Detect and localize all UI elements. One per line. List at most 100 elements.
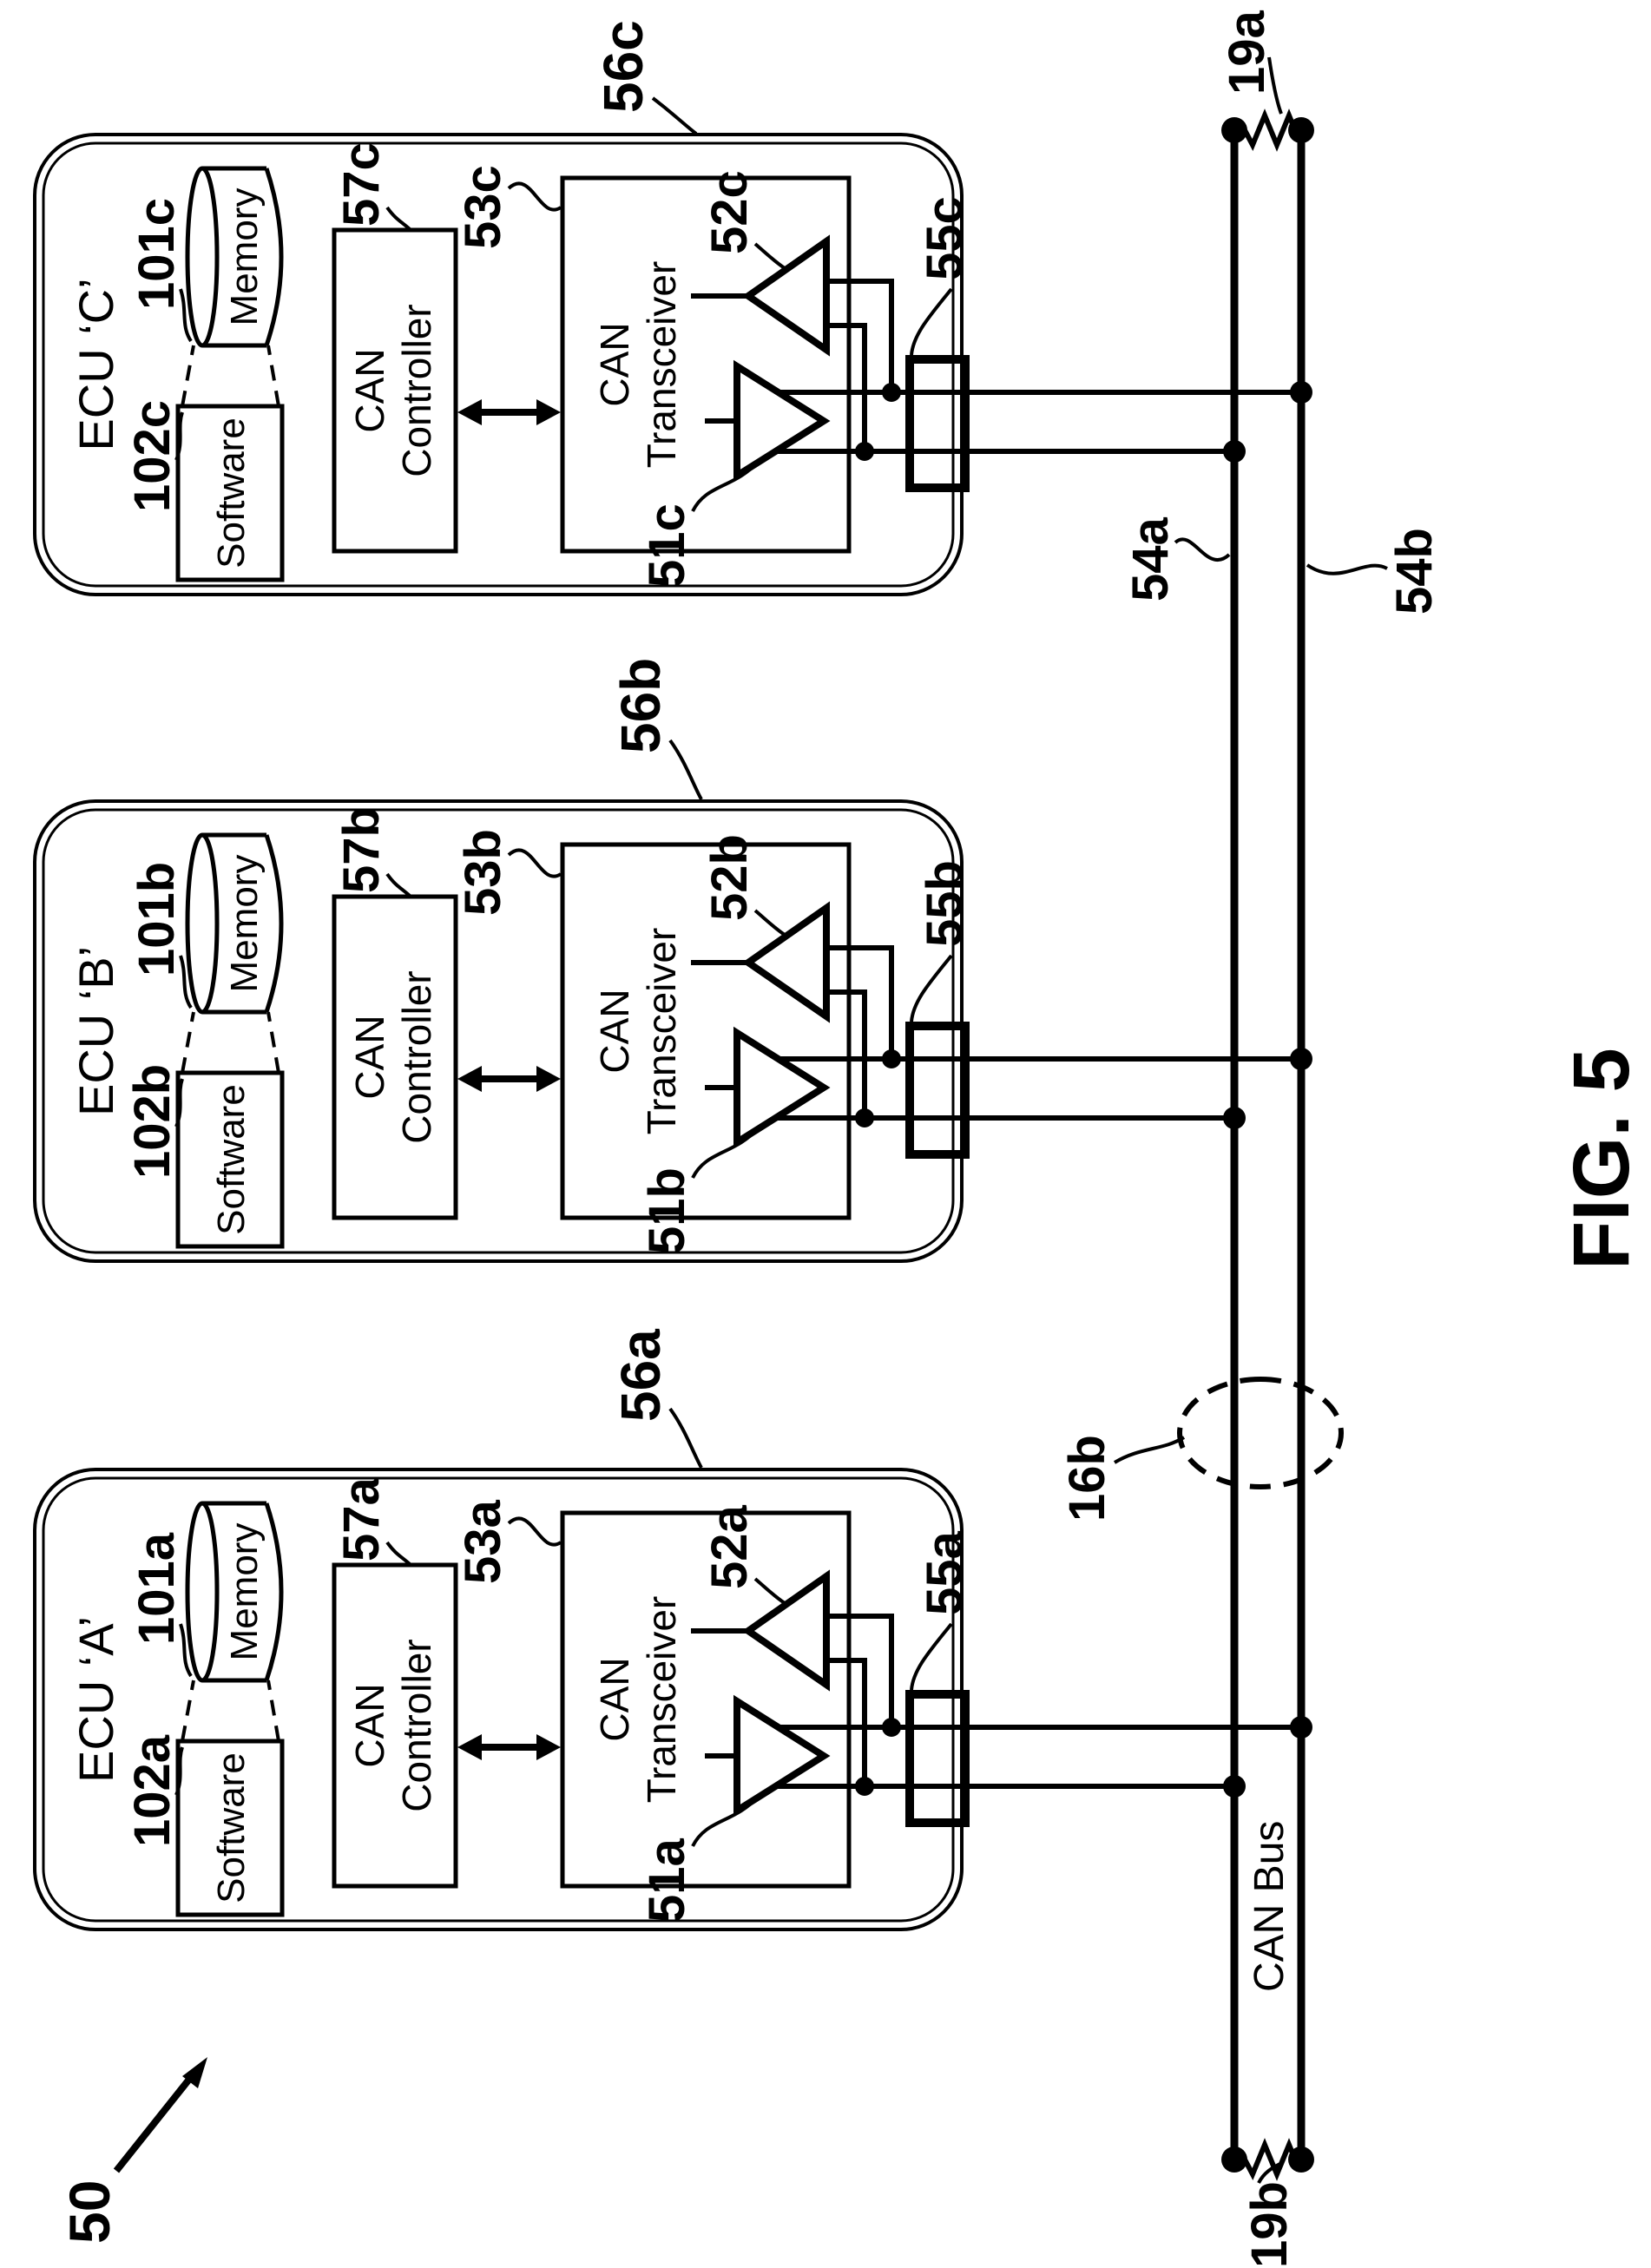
memory-software-dash — [266, 1011, 280, 1074]
leader-56 — [668, 1407, 703, 1469]
ecu-outline-inner — [42, 808, 955, 1254]
bus-junction-dot — [1290, 1716, 1312, 1739]
bus-connector-55 — [905, 355, 970, 492]
system-arrow-head — [182, 2057, 207, 2088]
connector-ref-label: 55c — [917, 196, 973, 280]
bus-end-dot — [1288, 117, 1314, 143]
can-transceiver-box — [560, 175, 852, 554]
ecu-ref-label: 56c — [592, 20, 654, 113]
bus-connector-55 — [905, 1690, 970, 1827]
leader-52 — [753, 242, 786, 270]
memory-label: Memory — [223, 1523, 266, 1661]
driver-triangle-51 — [733, 1026, 831, 1149]
software-label: Software — [210, 1752, 253, 1903]
leader-51 — [691, 459, 760, 512]
leader-57 — [385, 206, 411, 231]
receiver-ref-label: 52a — [701, 1504, 758, 1589]
junction-dot — [855, 1108, 874, 1127]
ecu-title: ECU ‘B’ — [69, 946, 123, 1116]
leader-56 — [668, 739, 703, 800]
bus-segment-ellipse-16b — [1177, 1377, 1344, 1489]
figure-number: FIG. 5 — [1557, 1048, 1646, 1270]
software-ref-label: 102b — [124, 1064, 181, 1179]
can-controller-box — [332, 894, 458, 1220]
can-controller-box — [332, 1562, 458, 1889]
transceiver-text: Transceiver — [639, 928, 684, 1135]
ecu-b: ECU ‘B’ 101b Memory 102b Software CAN Co… — [33, 658, 1312, 1263]
can-transceiver-box — [560, 1510, 852, 1889]
can-transceiver-box — [560, 842, 852, 1220]
bus-wire-54a-label: 54a — [1122, 516, 1179, 602]
memory-cylinder: Memory — [185, 832, 284, 1015]
system-arrow — [113, 2074, 194, 2173]
controller-text: CAN — [347, 1683, 392, 1767]
memory-cylinder: Memory — [185, 166, 284, 348]
software-box — [175, 1739, 285, 1917]
software-ref-label: 102a — [124, 1734, 181, 1847]
memory-software-dash — [181, 1011, 195, 1074]
connector-ref-label: 55a — [917, 1530, 973, 1615]
leader-52 — [753, 909, 786, 937]
memory-software-dash — [266, 345, 280, 407]
software-box — [175, 404, 285, 582]
connector-ref-label: 55b — [917, 860, 973, 947]
junction-dot — [855, 442, 874, 461]
junction-dot — [882, 383, 901, 402]
terminator-19a-label: 19a — [1219, 10, 1275, 95]
can-controller-box — [332, 227, 458, 554]
transceiver-text: CAN — [592, 1657, 637, 1741]
receiver-triangle-52 — [741, 234, 830, 357]
memory-ref-label: 101a — [128, 1532, 185, 1645]
memory-software-dash — [266, 1680, 280, 1742]
bus-junction-dot — [1290, 381, 1312, 404]
transceiver-text: CAN — [592, 322, 637, 406]
transceiver-ref-label: 53c — [455, 165, 511, 249]
bus-junction-dot — [1290, 1048, 1312, 1070]
ecu-outline-inner — [42, 141, 955, 588]
bus-junction-dot — [1223, 440, 1246, 463]
receiver-input-low — [826, 323, 867, 451]
driver-ref-label: 51c — [639, 503, 695, 588]
controller-text: Controller — [394, 970, 439, 1143]
transceiver-ref-label: 53a — [455, 1499, 511, 1584]
leader-55 — [910, 1622, 953, 1691]
receiver-input-high — [826, 945, 894, 1059]
software-box — [175, 1070, 285, 1249]
ecu-title: ECU ‘C’ — [69, 278, 123, 450]
ecu-outline-inner — [42, 1476, 955, 1923]
controller-ref-label: 57b — [333, 806, 390, 893]
receiver-ref-label: 52b — [701, 834, 758, 921]
transceiver-text: CAN — [592, 989, 637, 1073]
leader-55 — [910, 287, 953, 356]
bus-end-dot — [1288, 2146, 1314, 2173]
controller-ref-label: 57c — [333, 142, 390, 227]
junction-dot — [882, 1049, 901, 1068]
memory-software-dash — [181, 345, 195, 407]
transceiver-text: Transceiver — [639, 1596, 684, 1804]
receiver-triangle-52 — [741, 901, 830, 1023]
receiver-triangle-52 — [741, 1569, 830, 1692]
memory-label: Memory — [223, 188, 266, 326]
transceiver-ref-label: 53b — [455, 829, 511, 916]
bus-connector-55 — [905, 1022, 970, 1159]
bus-end-dot — [1221, 2146, 1247, 2173]
ecu-c: ECU ‘C’ 101c Memory 102c Software CAN Co… — [33, 20, 1312, 596]
bus-end-dot — [1221, 117, 1247, 143]
terminator-19b-label: 19b — [1241, 2181, 1298, 2268]
leader-53 — [507, 1516, 562, 1547]
leader-57 — [385, 872, 411, 897]
leader-52 — [753, 1577, 786, 1605]
bus-wire-54b-label: 54b — [1386, 528, 1443, 615]
leader-101 — [179, 1623, 193, 1678]
memory-ref-label: 101c — [128, 198, 185, 310]
software-label: Software — [210, 1084, 253, 1235]
controller-text: CAN — [347, 348, 392, 432]
can-bus: 19a 19b CAN Bus 16b 54a 54b — [1059, 10, 1443, 2268]
controller-transceiver-arrow — [457, 1734, 561, 1760]
leader-54b — [1306, 563, 1388, 575]
driver-ref-label: 51b — [639, 1167, 695, 1254]
leader-53 — [507, 181, 562, 212]
memory-ref-label: 101b — [128, 862, 185, 976]
